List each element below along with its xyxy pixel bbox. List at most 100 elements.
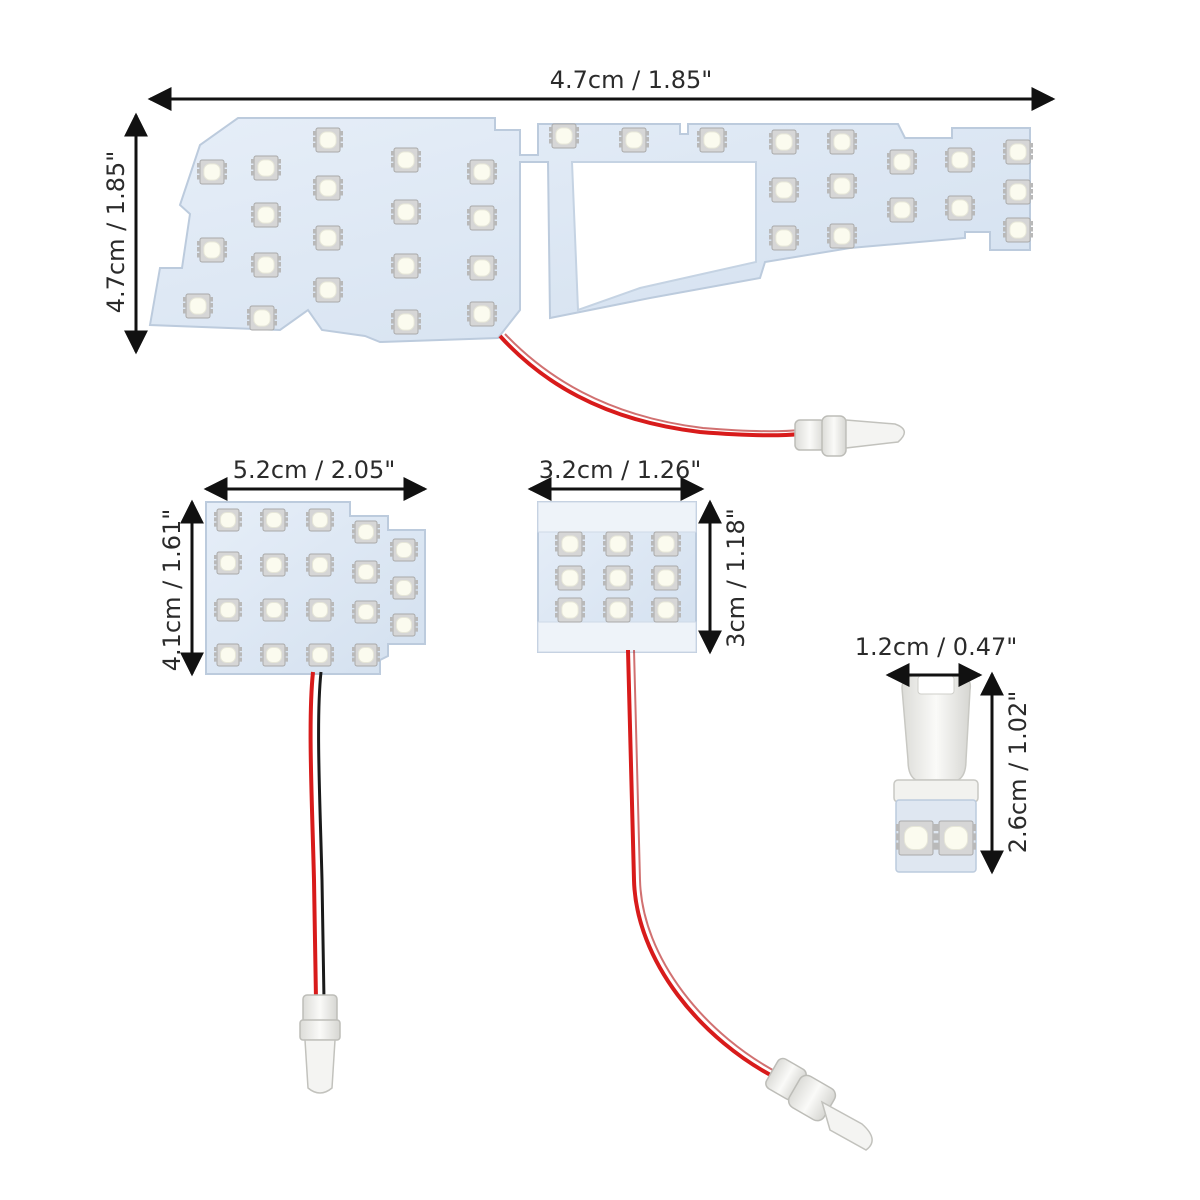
led-chip [197,159,227,185]
led-chip [352,520,380,544]
main-height-dimension: 4.7cm / 1.85" [102,112,148,355]
main-board-socket [794,415,905,457]
small-height-dimension: 3cm / 1.18" [698,499,750,655]
led-chip [214,643,242,667]
led-chip [467,159,497,185]
main-height-label: 4.7cm / 1.85" [102,151,130,314]
led-chip [619,127,649,153]
led-chip [313,225,343,251]
led-chip [391,253,421,279]
medium-board-wire [308,671,326,1001]
medium-led-board [205,501,426,675]
bulb-collar [893,779,979,803]
led-chip [260,598,288,622]
led-chip [214,598,242,622]
led-chip [251,252,281,278]
led-chip [260,643,288,667]
small-led-board [537,501,697,653]
bulb-leds [896,820,976,856]
led-chip [603,597,633,623]
led-chip [945,147,975,173]
led-chip [352,643,380,667]
led-chip [251,155,281,181]
led-chip [390,538,418,562]
main-led-board [148,117,1033,344]
led-chip [313,277,343,303]
led-chip [247,305,277,331]
led-chip [936,820,976,856]
small-width-label: 3.2cm / 1.26" [539,456,702,484]
led-chip [391,147,421,173]
bulb-wedge-tab [917,675,955,695]
led-chip [390,576,418,600]
main-width-dimension: 4.7cm / 1.85" [147,66,1056,111]
led-chip [555,565,585,591]
led-chip [603,531,633,557]
led-chip [306,598,334,622]
bulb-width-label: 1.2cm / 0.47" [855,633,1018,661]
led-chip [467,255,497,281]
led-chip [390,613,418,637]
small-board-bottom-tape [537,621,697,653]
small-width-dimension: 3.2cm / 1.26" [527,456,705,501]
led-chip [1003,179,1033,205]
small-board-top-tape [537,501,697,533]
led-chip [214,551,242,575]
medium-board-pcb [205,501,426,675]
led-chip [697,127,727,153]
led-chip [769,225,799,251]
main-board-wire [498,333,801,438]
bulb-width-dimension: 1.2cm / 0.47" [855,633,1018,687]
led-chip [549,123,579,149]
medium-width-label: 5.2cm / 2.05" [233,456,396,484]
led-chip [313,175,343,201]
led-chip [214,508,242,532]
led-chip [313,127,343,153]
medium-width-dimension: 5.2cm / 2.05" [203,456,428,501]
medium-height-label: 4.1cm / 1.61" [158,509,186,672]
led-chip [352,560,380,584]
led-chip [260,553,288,577]
led-chip [555,531,585,557]
led-chip [651,531,681,557]
led-chip [306,508,334,532]
t10-bulb [893,675,979,873]
led-chip [183,293,213,319]
medium-height-dimension: 4.1cm / 1.61" [158,499,204,677]
led-chip [827,173,857,199]
main-board-cutout [570,161,757,312]
led-chip [391,309,421,335]
main-board-leds [183,123,1033,335]
main-width-label: 4.7cm / 1.85" [550,66,713,94]
led-chip [251,202,281,228]
led-chip [769,129,799,155]
led-chip [391,199,421,225]
led-chip [651,597,681,623]
medium-board-leds [214,508,418,667]
small-height-label: 3cm / 1.18" [722,508,750,648]
bulb-height-dimension: 2.6cm / 1.02" [980,671,1032,875]
led-chip [352,600,380,624]
led-chip [945,195,975,221]
led-chip [827,223,857,249]
led-chip [306,553,334,577]
bulb-height-label: 2.6cm / 1.02" [1004,691,1032,854]
led-chip [260,508,288,532]
led-chip [827,129,857,155]
led-chip [1003,217,1033,243]
small-board-socket [765,1057,873,1151]
led-chip [887,149,917,175]
small-board-leds [555,531,681,623]
led-chip [896,820,936,856]
small-board-wire [626,649,785,1082]
led-chip [197,237,227,263]
led-chip [467,205,497,231]
led-chip [603,565,633,591]
led-chip [1003,139,1033,165]
led-chip [306,643,334,667]
led-chip [769,177,799,203]
medium-board-socket [299,994,341,1094]
led-chip [467,301,497,327]
led-chip [887,197,917,223]
